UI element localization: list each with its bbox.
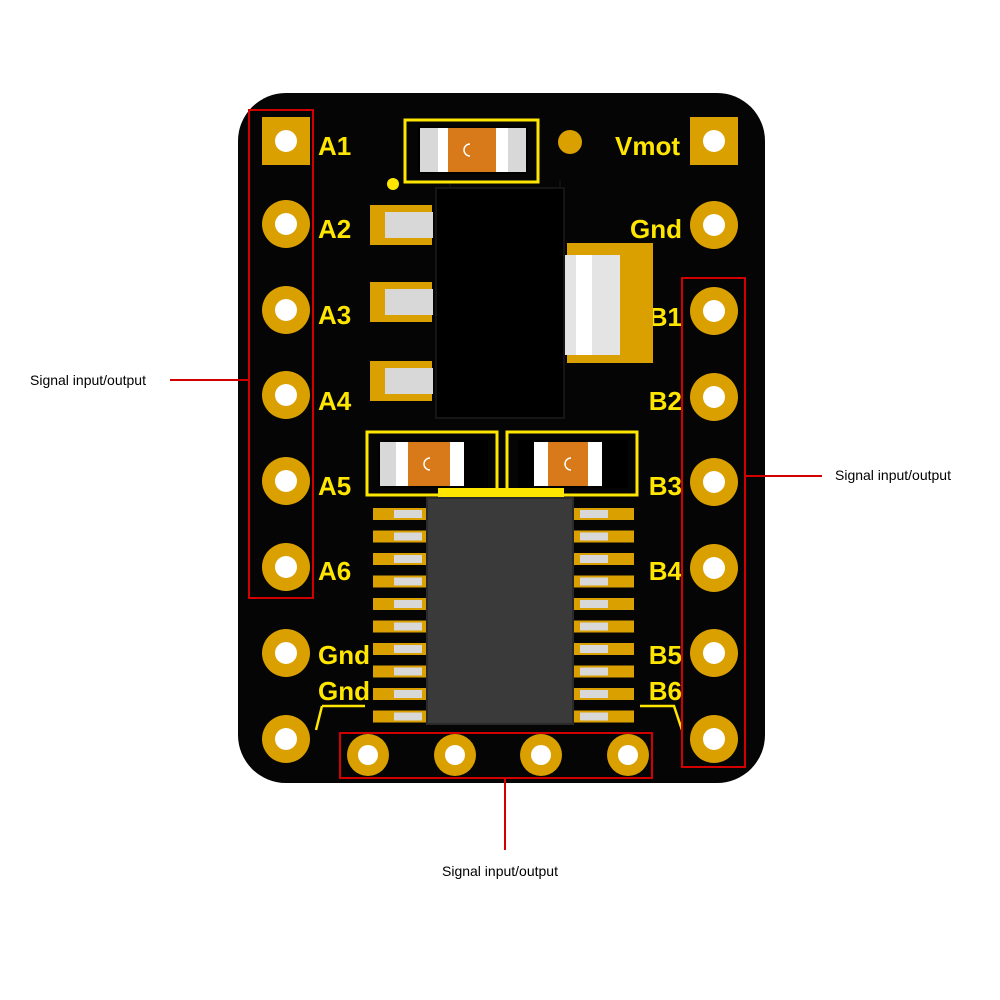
pad-bottom-3-hole	[531, 745, 551, 765]
top-capacitor	[403, 118, 540, 184]
label-a3: A3	[318, 300, 351, 330]
pad-a4-hole	[275, 384, 297, 406]
ic-leg-tip-left	[394, 712, 422, 721]
ic-leg-tip-left	[394, 555, 422, 563]
left-callout-text: Signal input/output	[30, 372, 146, 388]
bottom-callout-text: Signal input/output	[442, 863, 558, 879]
label-b3: B3	[649, 471, 682, 501]
left-callout-box	[248, 109, 314, 599]
pad-a5-hole	[275, 470, 297, 492]
ic-leg-tip-left	[394, 667, 422, 676]
pad-b1-hole	[703, 300, 725, 322]
pad-b3-hole	[703, 471, 725, 493]
right-callout-text: Signal input/output	[835, 467, 951, 483]
label-a4: A4	[318, 386, 352, 416]
pad-bottom-1-hole	[358, 745, 378, 765]
label-vmot: Vmot	[615, 131, 680, 161]
left-pin-labels: A1 A2 A3 A4 A5 A6 Gnd Gnd	[318, 131, 370, 706]
label-a6: A6	[318, 556, 351, 586]
pad-gnd-right-hole	[703, 214, 725, 236]
pad-a6-hole	[275, 556, 297, 578]
b6-pointer	[640, 704, 684, 731]
ic-leg-tip-right	[580, 510, 608, 518]
capacitor-right	[505, 430, 639, 497]
fiducial-dot	[558, 130, 582, 154]
ic-leg-tip-left	[394, 645, 422, 653]
driver-ic	[426, 497, 574, 725]
ic-leg-tip-left	[394, 690, 422, 698]
left-pad-column	[262, 117, 310, 763]
right-pin-labels: Vmot Gnd B1 B2 B3 B4 B5 B6	[615, 131, 683, 706]
pad-b6-hole	[703, 728, 725, 750]
label-b6: B6	[649, 676, 682, 706]
ic-leg-tip-left	[394, 622, 422, 631]
ic-leg-tip-left	[394, 532, 422, 541]
pad-vmot-hole	[703, 130, 725, 152]
pad-b5-hole	[703, 642, 725, 664]
pin1-marker-dot	[387, 178, 399, 190]
gnd-left-pointer	[314, 704, 365, 731]
pad-gnd-left-2-hole	[275, 728, 297, 750]
label-gnd-left-1: Gnd	[318, 640, 370, 670]
capacitor-left	[365, 430, 499, 497]
label-a2: A2	[318, 214, 351, 244]
pad-a1-hole	[275, 130, 297, 152]
ic-leg-tip-right	[580, 555, 608, 563]
chip-pin1-bar	[438, 488, 564, 498]
ic-leg-tip-right	[580, 577, 608, 586]
ic-leg-tip-left	[394, 577, 422, 586]
voltage-regulator	[370, 187, 653, 419]
ic-leg-tip-right	[580, 645, 608, 653]
callout-graphics	[170, 109, 822, 850]
ic-leg-tip-left	[394, 510, 422, 518]
label-a5: A5	[318, 471, 351, 501]
ic-leg-tip-right	[580, 712, 608, 721]
bottom-pad-row	[347, 734, 649, 776]
label-a1: A1	[318, 131, 351, 161]
label-b1: B1	[649, 302, 682, 332]
right-callout-box	[681, 277, 746, 768]
pad-b2-hole	[703, 386, 725, 408]
ic-leg-tip-right	[580, 690, 608, 698]
label-b4: B4	[649, 556, 683, 586]
ic-leg-tip-right	[580, 622, 608, 631]
label-gnd-left-2: Gnd	[318, 676, 370, 706]
pad-a3-hole	[275, 299, 297, 321]
ic-leg-tip-right	[580, 667, 608, 676]
pad-a2-hole	[275, 213, 297, 235]
label-b2: B2	[649, 386, 682, 416]
ic-leg-tip-left	[394, 600, 422, 608]
pad-bottom-2-hole	[445, 745, 465, 765]
label-b5: B5	[649, 640, 682, 670]
ic-leg-tip-right	[580, 600, 608, 608]
ic-leg-tip-right	[580, 532, 608, 541]
ic-legs	[373, 508, 634, 723]
pad-b4-hole	[703, 557, 725, 579]
bottom-callout-box	[339, 732, 653, 779]
pad-bottom-4-hole	[618, 745, 638, 765]
pad-gnd-left-1-hole	[275, 642, 297, 664]
label-gnd-right: Gnd	[630, 214, 682, 244]
right-pad-column	[690, 117, 738, 763]
